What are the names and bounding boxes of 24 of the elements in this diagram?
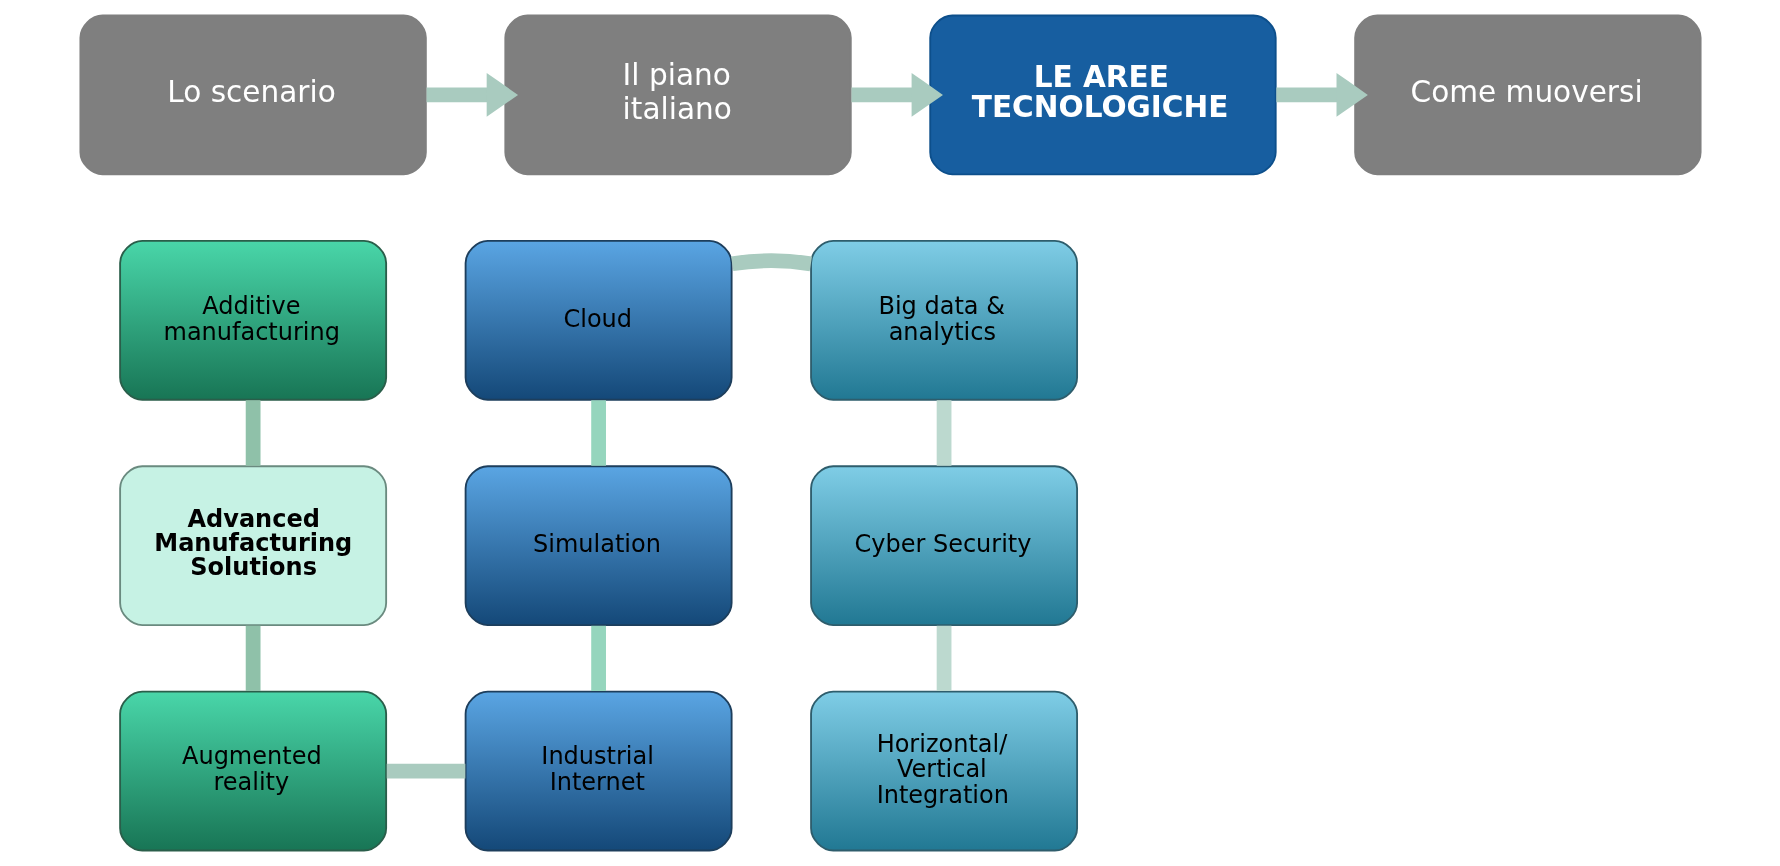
connector	[730, 253, 812, 272]
arrow	[851, 72, 943, 117]
arrow	[426, 72, 518, 117]
connector	[245, 400, 260, 466]
node-box: Il piano italiano	[503, 14, 852, 176]
node-box: Lo scenario	[78, 14, 427, 176]
node-box: Big data & analytics	[809, 239, 1078, 401]
connector	[590, 400, 606, 466]
connector	[590, 625, 606, 692]
node-box: Cyber Security	[809, 465, 1078, 627]
node-box: Augmented reality	[118, 690, 387, 852]
node-box: Cloud	[464, 239, 733, 401]
connector	[245, 625, 260, 692]
node-box: Advanced Manufacturing Solutions	[118, 465, 387, 627]
node-box: Horizontal/ Vertical Integration	[809, 690, 1078, 852]
node-box: Additive manufacturing	[118, 239, 387, 401]
connector	[936, 625, 951, 692]
connector	[386, 763, 465, 779]
arrow	[1275, 72, 1368, 117]
connector	[936, 400, 951, 466]
node-box: Industrial Internet	[464, 690, 733, 852]
node-box: LE AREE TECNOLOGICHE	[928, 14, 1277, 176]
node-box: Come muoversi	[1353, 14, 1702, 176]
node-box: Simulation	[464, 465, 733, 627]
